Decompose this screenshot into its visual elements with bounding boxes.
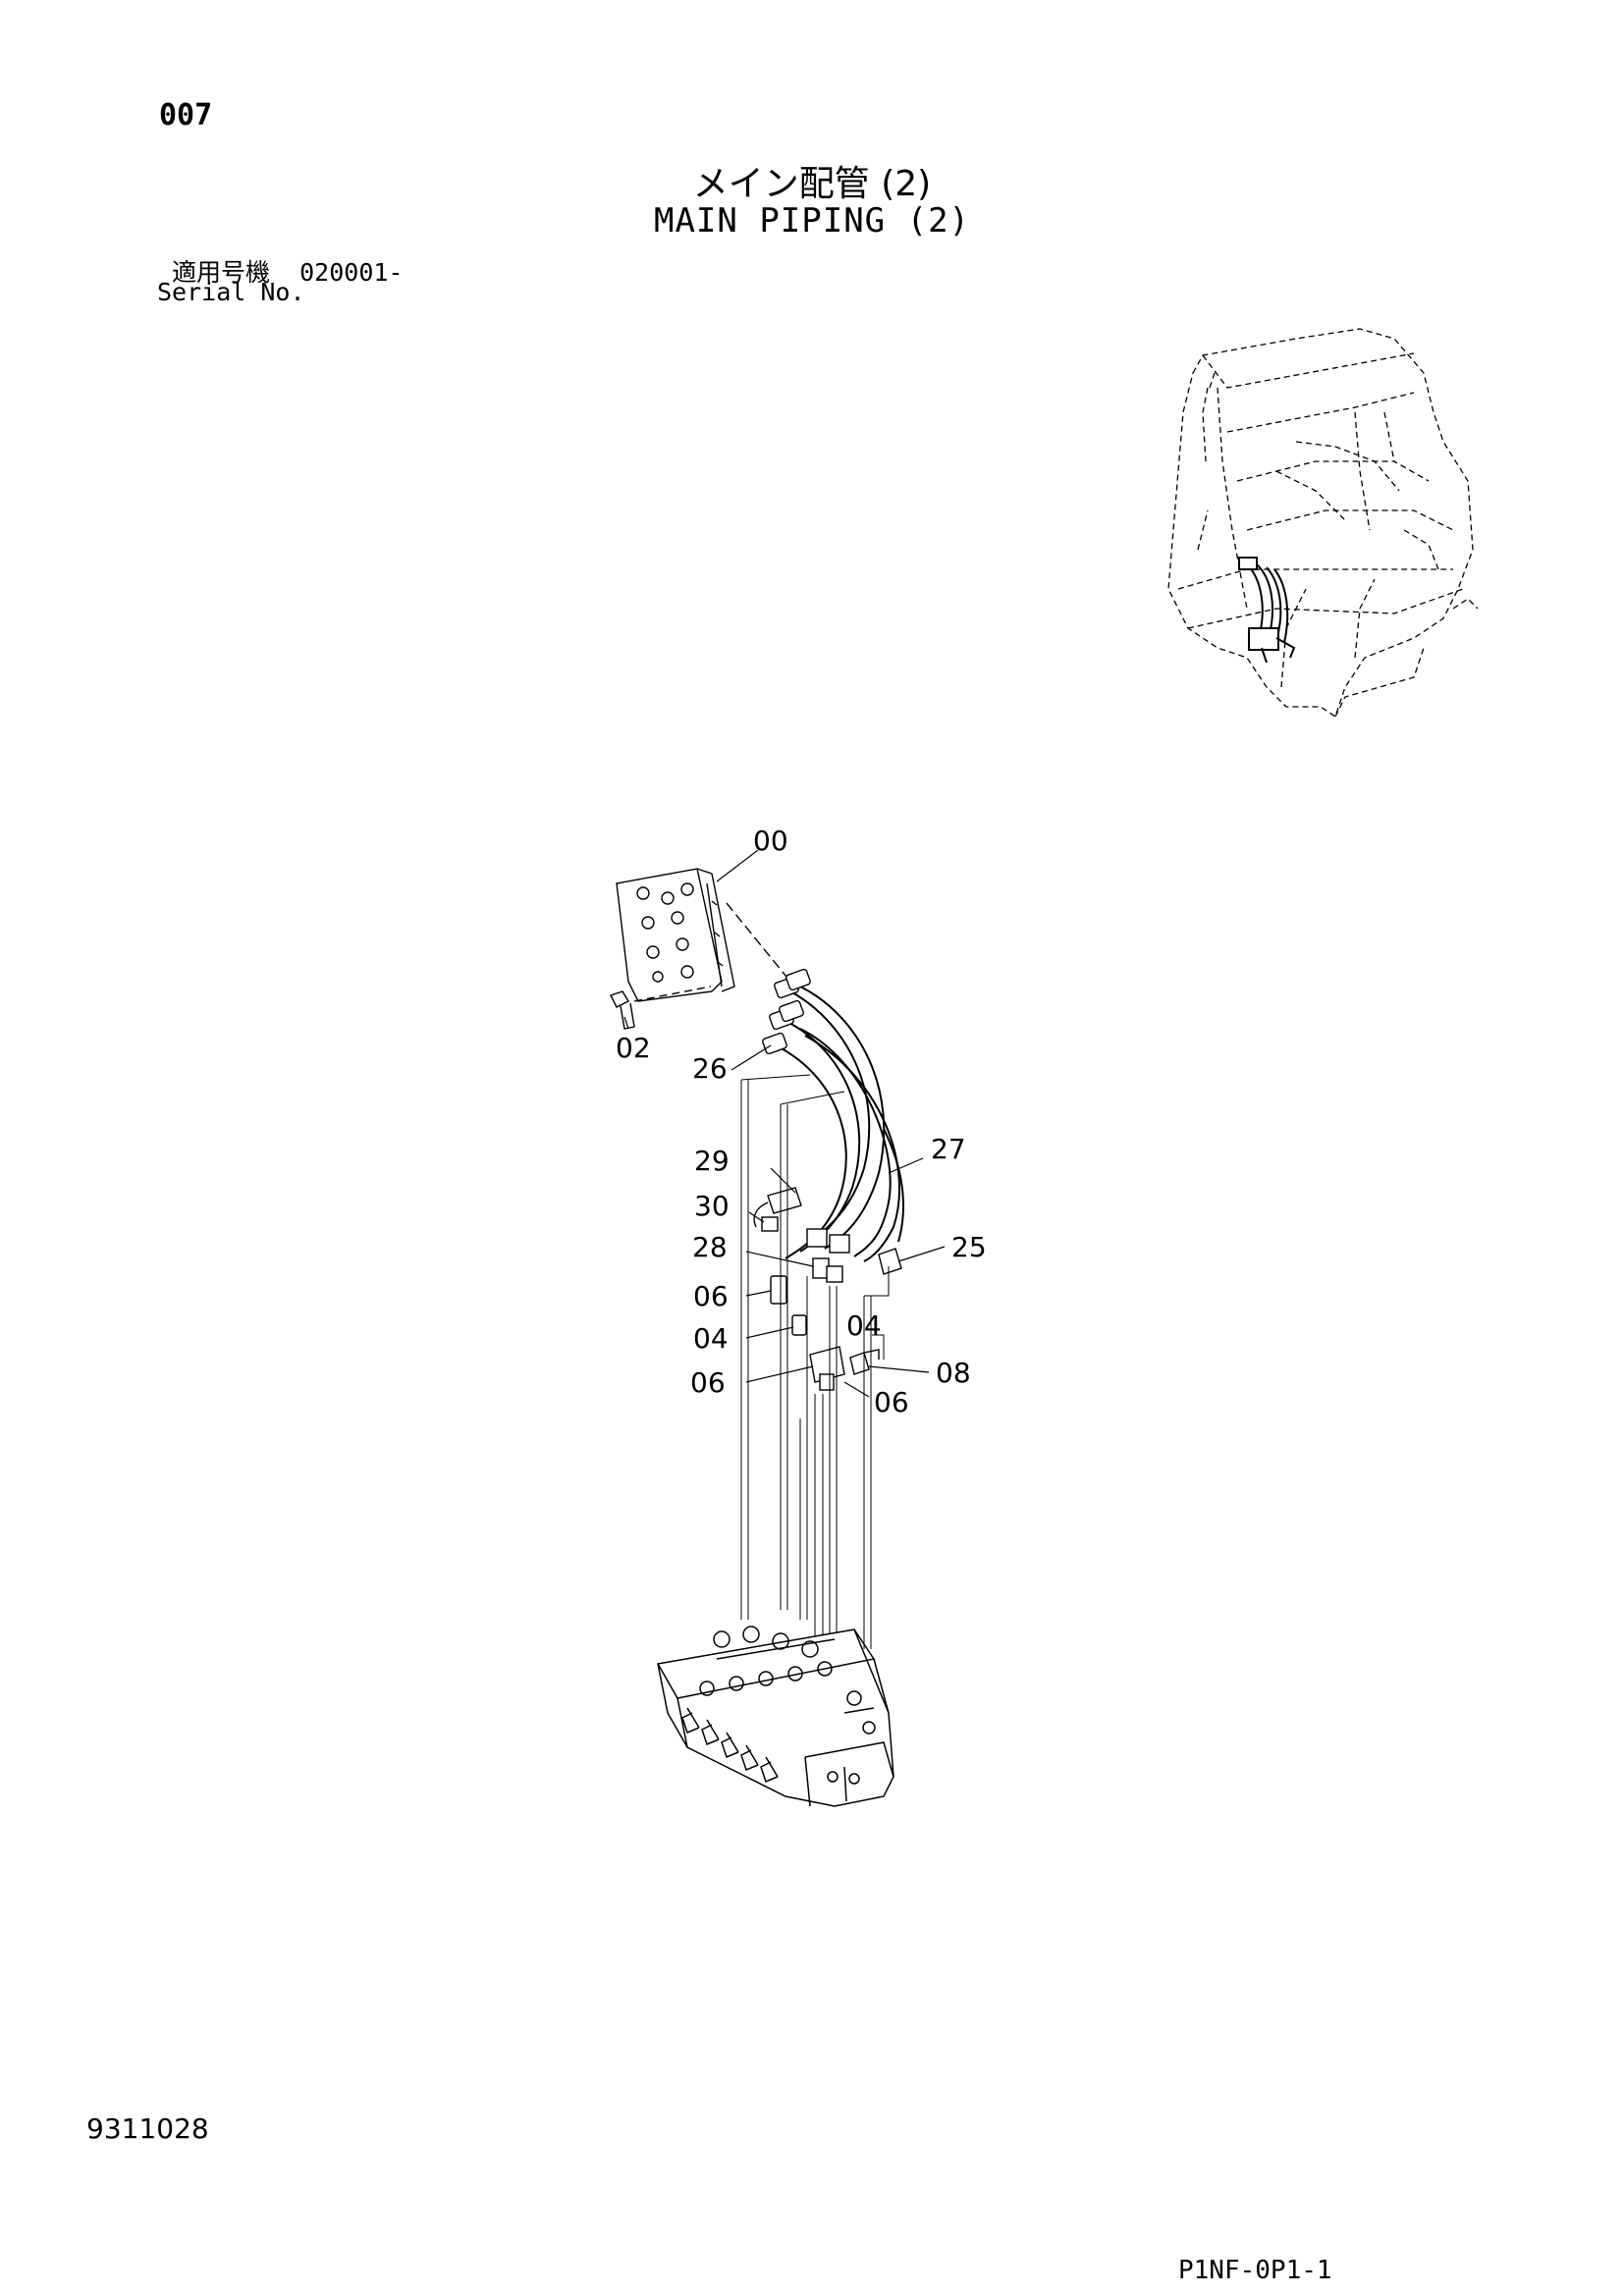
callout-leaders (623, 849, 946, 1398)
callout-26: 26 (692, 1052, 728, 1085)
callout-04-left: 04 (693, 1322, 729, 1355)
bolt-part (610, 986, 712, 1030)
page-number: 007 (159, 98, 213, 133)
callout-00: 00 (753, 825, 788, 857)
serial-value: 020001- (299, 258, 404, 287)
serial-label-ja-text: 適用号機 (172, 258, 271, 287)
figure-number: 9311028 (86, 2112, 209, 2145)
machine-overview (1167, 328, 1479, 719)
callout-25: 25 (951, 1231, 987, 1263)
callout-30: 30 (694, 1190, 730, 1222)
title-japanese: メイン配管 (2) (692, 164, 932, 204)
hose-bundle (775, 986, 904, 1262)
machine-overview-highlight (1238, 557, 1296, 664)
serial-label-english: Serial No. (157, 278, 305, 306)
callout-06-lower-left: 06 (690, 1366, 726, 1399)
control-valve (657, 1626, 894, 1807)
callout-06-lower-right: 06 (874, 1386, 909, 1418)
main-exploded-view (610, 849, 946, 1807)
title-english: MAIN PIPING (2) (653, 201, 971, 240)
callout-08: 08 (936, 1357, 971, 1389)
serial-label-japanese: 適用号機 020001- (172, 253, 403, 289)
callout-28: 28 (692, 1231, 728, 1263)
callout-29: 29 (694, 1145, 730, 1177)
bracket-part (616, 868, 735, 1002)
callout-04-right: 04 (846, 1309, 882, 1342)
callout-labels: 00 02 26 27 29 30 28 25 06 04 04 06 08 0… (616, 825, 987, 1418)
lower-fittings (753, 1187, 902, 1391)
hose-end-fittings (762, 968, 811, 1055)
assembly-lines (740, 1074, 890, 1669)
callout-06-upper: 06 (693, 1280, 729, 1312)
callout-27: 27 (931, 1133, 966, 1165)
callout-02: 02 (616, 1032, 651, 1064)
drawing-code: P1NF-0P1-1 (1178, 2256, 1332, 2285)
